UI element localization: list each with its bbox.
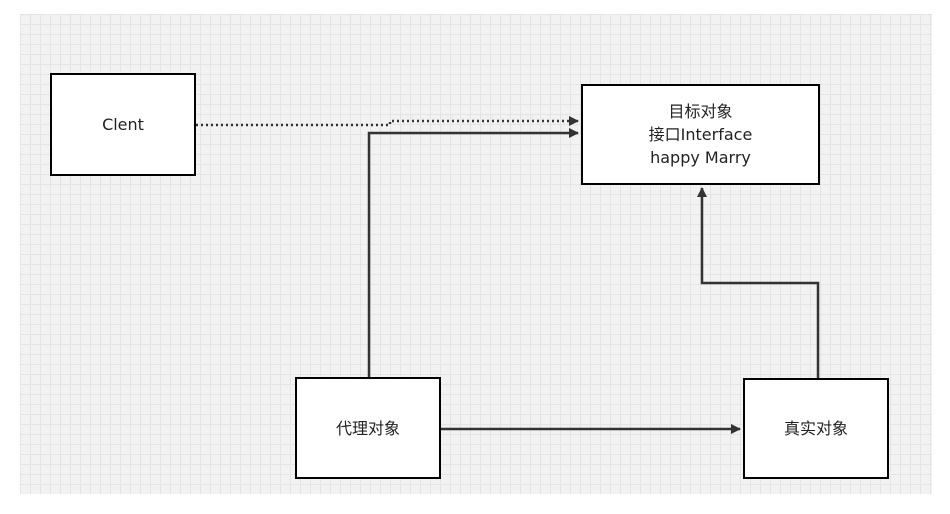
client-node-label: Clent xyxy=(102,115,144,134)
proxy-node-label: 代理对象 xyxy=(335,418,400,438)
real-object-node[interactable]: 真实对象 xyxy=(743,378,889,479)
edge-proxy-to-target xyxy=(367,128,579,377)
real-node-label: 真实对象 xyxy=(783,419,848,438)
target-object-node[interactable]: 目标对象 接口Interface happy Marry xyxy=(581,84,820,185)
edge-client-to-target xyxy=(196,116,579,127)
edge-real-to-target xyxy=(697,187,820,378)
client-node[interactable]: Clent xyxy=(50,73,196,176)
target-node-line-2: 接口Interface xyxy=(648,125,753,144)
proxy-object-node[interactable]: 代理对象 xyxy=(295,377,441,479)
target-node-line-3: happy Marry xyxy=(650,148,751,167)
target-node-line-1: 目标对象 xyxy=(668,102,733,121)
